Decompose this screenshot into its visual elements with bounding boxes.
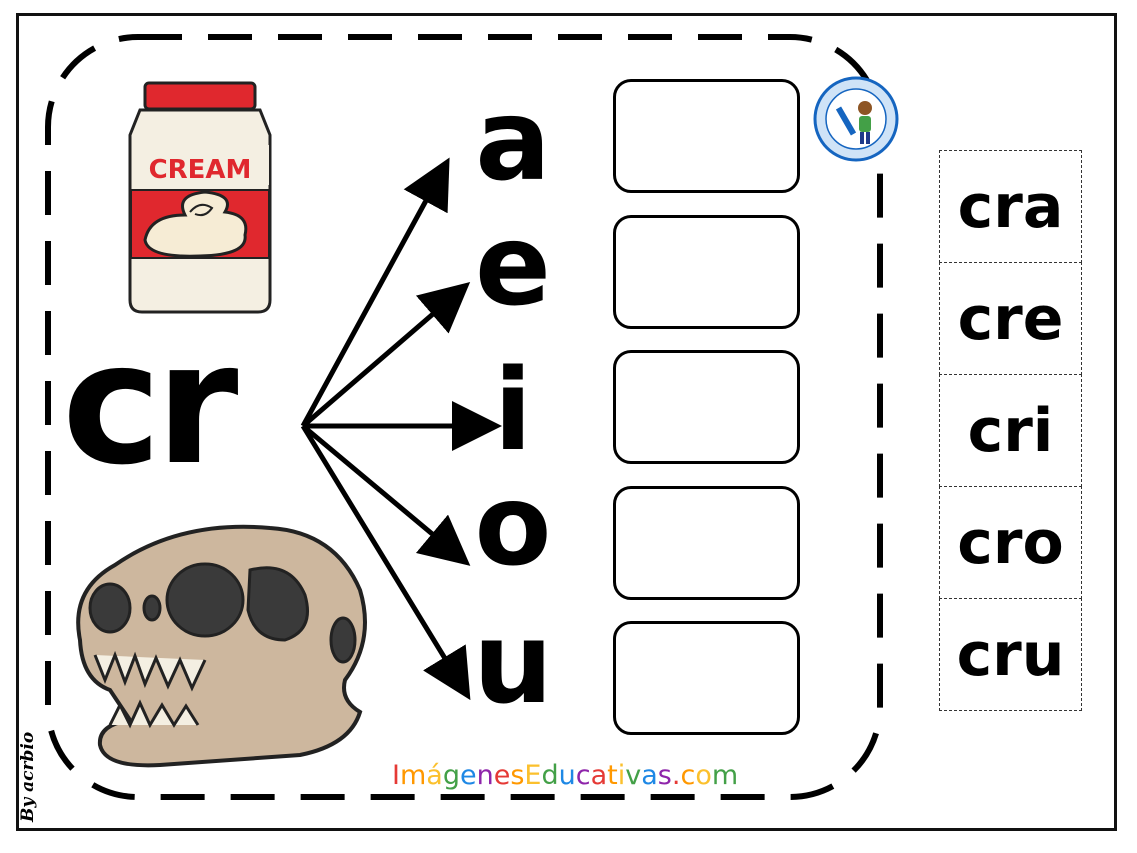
brand-letter: e [493,760,511,791]
cream-label: CREAM [149,155,252,185]
brand-letter: . [671,760,681,791]
brand-letter: a [590,760,608,791]
dinosaur-skull-picture [76,524,367,768]
connector-arrows [300,157,502,701]
cream-jar-picture: CREAM [128,81,272,314]
answer-box-3[interactable] [613,350,800,464]
logo-seal-icon [813,76,899,162]
brand-letter: a [641,760,658,791]
brand-letter: á [426,760,443,791]
brand-letter: E [524,760,542,791]
brand-letter: n [476,760,494,791]
brand-letter: d [541,760,559,791]
syllable-tile-cri[interactable]: cri [939,374,1082,487]
author-credit: By acrbio [18,731,38,822]
brand-letter: m [399,760,427,791]
vowel-a: a [475,76,551,206]
brand-letter: s [657,760,672,791]
brand-letter: t [607,760,618,791]
brand-letter: c [575,760,591,791]
syllable-tile-cre[interactable]: cre [939,262,1082,375]
brand-letter: g [442,760,460,791]
consonant-blend: cr [62,306,238,502]
syllable-tile-cru[interactable]: cru [939,598,1082,711]
answer-box-4[interactable] [613,486,800,600]
brand-letter: o [695,760,712,791]
brand-letter: c [680,760,696,791]
vowel-u: u [473,599,553,729]
brand-letter: v [625,760,642,791]
brand-letter: s [510,760,525,791]
arrow-to-e [301,281,471,428]
page-border [16,13,1117,831]
syllable-tile-cro[interactable]: cro [939,486,1082,599]
answer-box-1[interactable] [613,79,800,193]
vowel-i: i [493,346,533,476]
brand-letter: i [617,760,626,791]
vowel-e: e [475,201,551,331]
brand-letter: I [392,760,400,791]
syllable-tile-cra[interactable]: cra [939,150,1082,263]
brand-letter: m [711,760,739,791]
vowel-o: o [474,461,552,591]
arrow-to-o [301,424,471,566]
answer-box-5[interactable] [613,621,800,735]
arrow-to-a [300,157,450,428]
brand-letter: u [558,760,576,791]
brand-letter: e [459,760,477,791]
answer-box-2[interactable] [613,215,800,329]
brand-watermark: ImágenesEducativas.com [392,760,738,791]
arrow-to-u [300,424,471,701]
